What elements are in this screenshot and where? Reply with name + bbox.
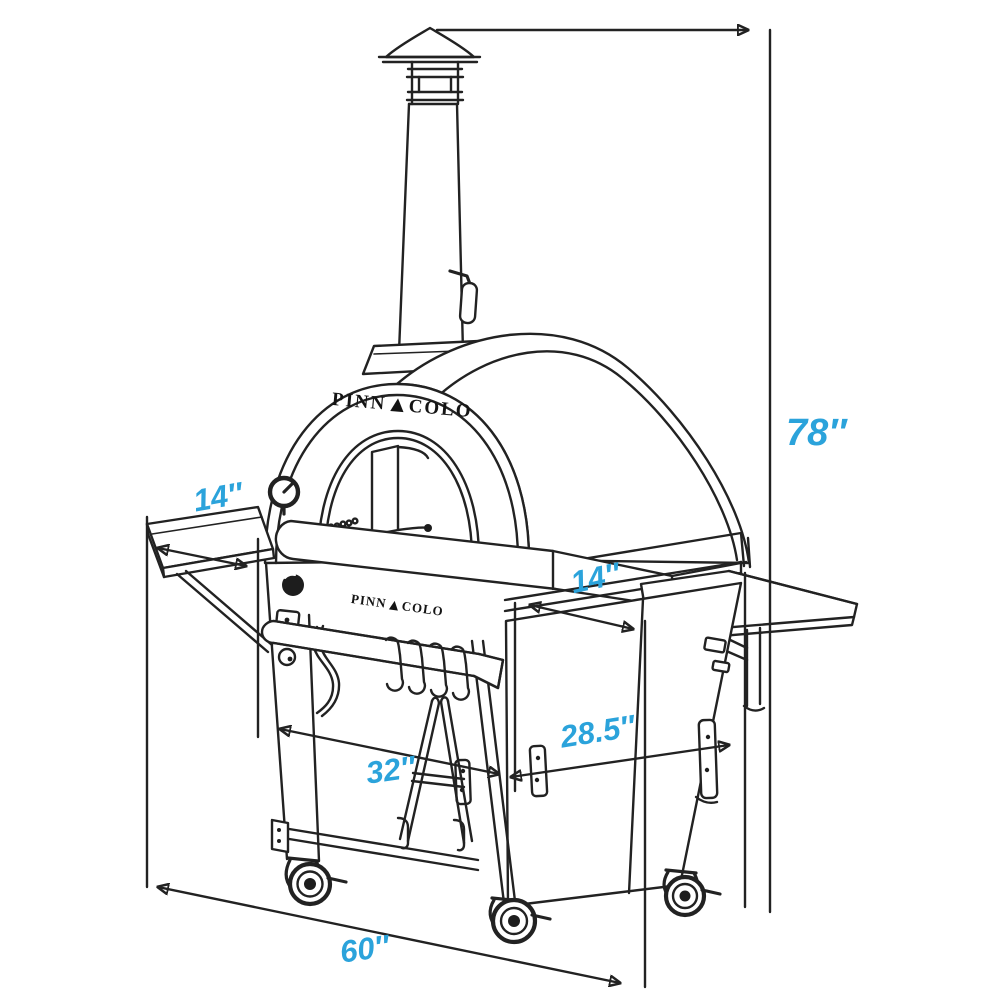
damper-handle bbox=[448, 269, 479, 325]
arrow-width-60 bbox=[158, 887, 620, 983]
arrow-rear-shelf-14 bbox=[530, 605, 633, 629]
handle-bar bbox=[260, 609, 505, 690]
arrow-left-shelf-14 bbox=[158, 548, 246, 566]
dimension-label-overall-width: 60″ bbox=[337, 928, 392, 970]
oven-door-handle bbox=[370, 444, 432, 537]
wheel bbox=[488, 896, 552, 945]
arrow-depth-28-5 bbox=[511, 745, 729, 777]
control-knob bbox=[282, 574, 304, 596]
wheel bbox=[284, 856, 348, 907]
wordmark-text: COLO bbox=[407, 395, 474, 423]
tool-hooks bbox=[384, 636, 471, 701]
chimney bbox=[361, 26, 494, 376]
left-shelf bbox=[145, 505, 276, 654]
wheel bbox=[662, 868, 722, 918]
oven-dome bbox=[263, 332, 752, 589]
dimension-label-left-shelf: 14″ bbox=[190, 475, 246, 519]
temperature-gauge bbox=[267, 475, 301, 516]
front-panel bbox=[260, 573, 505, 701]
dimension-lines bbox=[145, 30, 772, 989]
dimension-label-front-width: 32″ bbox=[363, 749, 418, 791]
wordmark-text: PINN bbox=[331, 388, 388, 415]
arrow-front-32 bbox=[280, 729, 499, 774]
triangle-a-icon: ▲ bbox=[385, 390, 410, 418]
dimension-label-overall-height: 78″ bbox=[786, 412, 847, 454]
